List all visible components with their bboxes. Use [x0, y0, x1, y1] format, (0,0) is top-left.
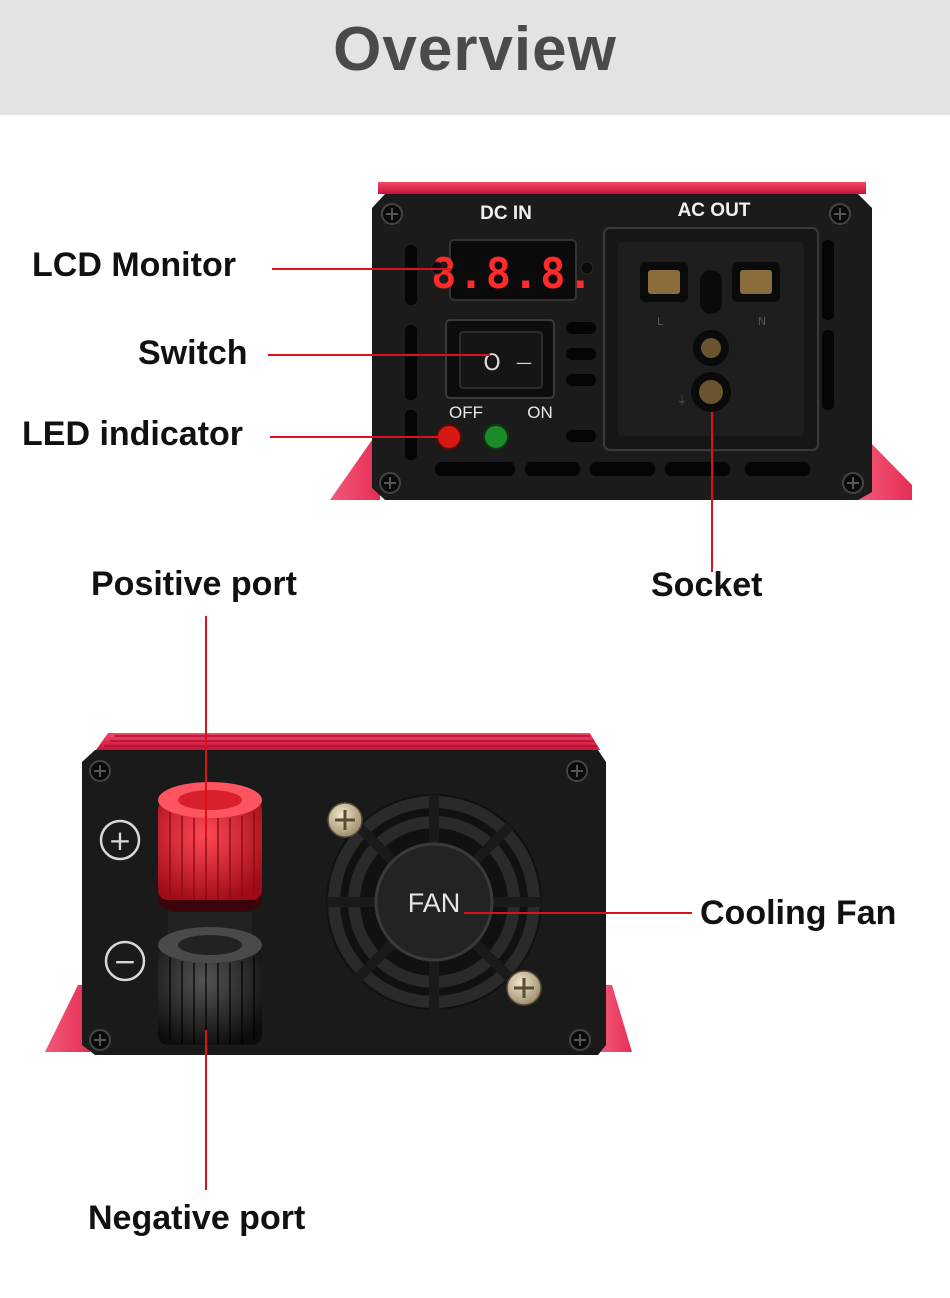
- leader-line-negative: [205, 1030, 207, 1190]
- vent-slot: [525, 462, 580, 476]
- ac-socket[interactable]: L N ⏚: [603, 227, 819, 451]
- screw-icon: [829, 203, 851, 225]
- socket-pin-label: N: [758, 315, 766, 328]
- callout-lcd-monitor: LCD Monitor: [32, 246, 236, 284]
- lcd-readout: 8.8.8.: [431, 249, 595, 298]
- positive-symbol: +: [108, 824, 131, 857]
- callout-switch: Switch: [138, 334, 248, 372]
- leader-line-lcd: [272, 268, 450, 270]
- vent-slot: [566, 374, 596, 386]
- led-on-indicator: [483, 424, 509, 450]
- switch-on-glyph: —: [516, 353, 532, 372]
- positive-terminal[interactable]: [158, 782, 262, 916]
- callout-negative-port: Negative port: [88, 1199, 306, 1237]
- screw-icon: [89, 760, 111, 782]
- vent-slot: [405, 245, 417, 305]
- positive-symbol-icon: +: [99, 819, 141, 861]
- socket-pin-label: ⏚: [677, 394, 688, 407]
- vent-slot: [566, 322, 596, 334]
- vent-slot: [405, 410, 417, 460]
- screw-icon: [89, 1029, 111, 1051]
- leader-line-switch: [268, 354, 490, 356]
- screw-icon: [506, 970, 542, 1006]
- callout-led-indicator: LED indicator: [22, 415, 244, 453]
- screw-icon: [569, 1029, 591, 1051]
- socket-pin-label: L: [657, 315, 664, 328]
- vent-slot: [566, 348, 596, 360]
- negative-terminal[interactable]: [158, 912, 262, 1045]
- leader-line-socket: [711, 412, 713, 572]
- vent-slot: [745, 462, 810, 476]
- front-left-foot: [330, 440, 380, 500]
- vent-slot: [822, 330, 834, 410]
- screw-icon: [381, 203, 403, 225]
- lcd-monitor: 8.8.8.: [430, 239, 595, 301]
- screw-icon: [842, 472, 864, 494]
- screw-icon: [379, 472, 401, 494]
- dc-in-label: DC IN: [480, 203, 532, 224]
- screw-icon: [327, 802, 363, 838]
- on-label: ON: [527, 403, 553, 422]
- power-switch[interactable]: O —: [445, 319, 555, 399]
- off-label: OFF: [449, 403, 483, 422]
- vent-slot: [590, 462, 655, 476]
- cooling-fan: FAN: [326, 794, 542, 1010]
- rear-left-foot: [45, 985, 90, 1052]
- callout-cooling-fan: Cooling Fan: [700, 894, 897, 932]
- vent-slot: [822, 240, 834, 320]
- vent-slot: [435, 462, 515, 476]
- vent-slot: [665, 462, 730, 476]
- rear-panel: + −: [45, 733, 632, 1055]
- vent-slot: [566, 430, 596, 442]
- vent-slot: [405, 325, 417, 400]
- leader-line-led: [270, 436, 450, 438]
- page-title: Overview: [333, 15, 617, 84]
- leader-line-positive: [205, 616, 207, 836]
- negative-symbol: −: [113, 945, 136, 978]
- leader-line-fan: [464, 912, 692, 914]
- rear-right-foot: [600, 985, 632, 1052]
- switch-off-glyph: O: [483, 351, 500, 376]
- negative-symbol-icon: −: [104, 940, 146, 982]
- screw-icon: [566, 760, 588, 782]
- ac-out-label: AC OUT: [678, 200, 751, 221]
- header-bar: Overview: [0, 0, 950, 115]
- callout-positive-port: Positive port: [91, 565, 297, 603]
- callout-socket: Socket: [651, 566, 763, 604]
- front-top-rim: [378, 182, 866, 194]
- front-panel: DC IN AC OUT 8.8.8. O — OFF ON: [330, 182, 912, 500]
- fan-label: FAN: [408, 888, 461, 918]
